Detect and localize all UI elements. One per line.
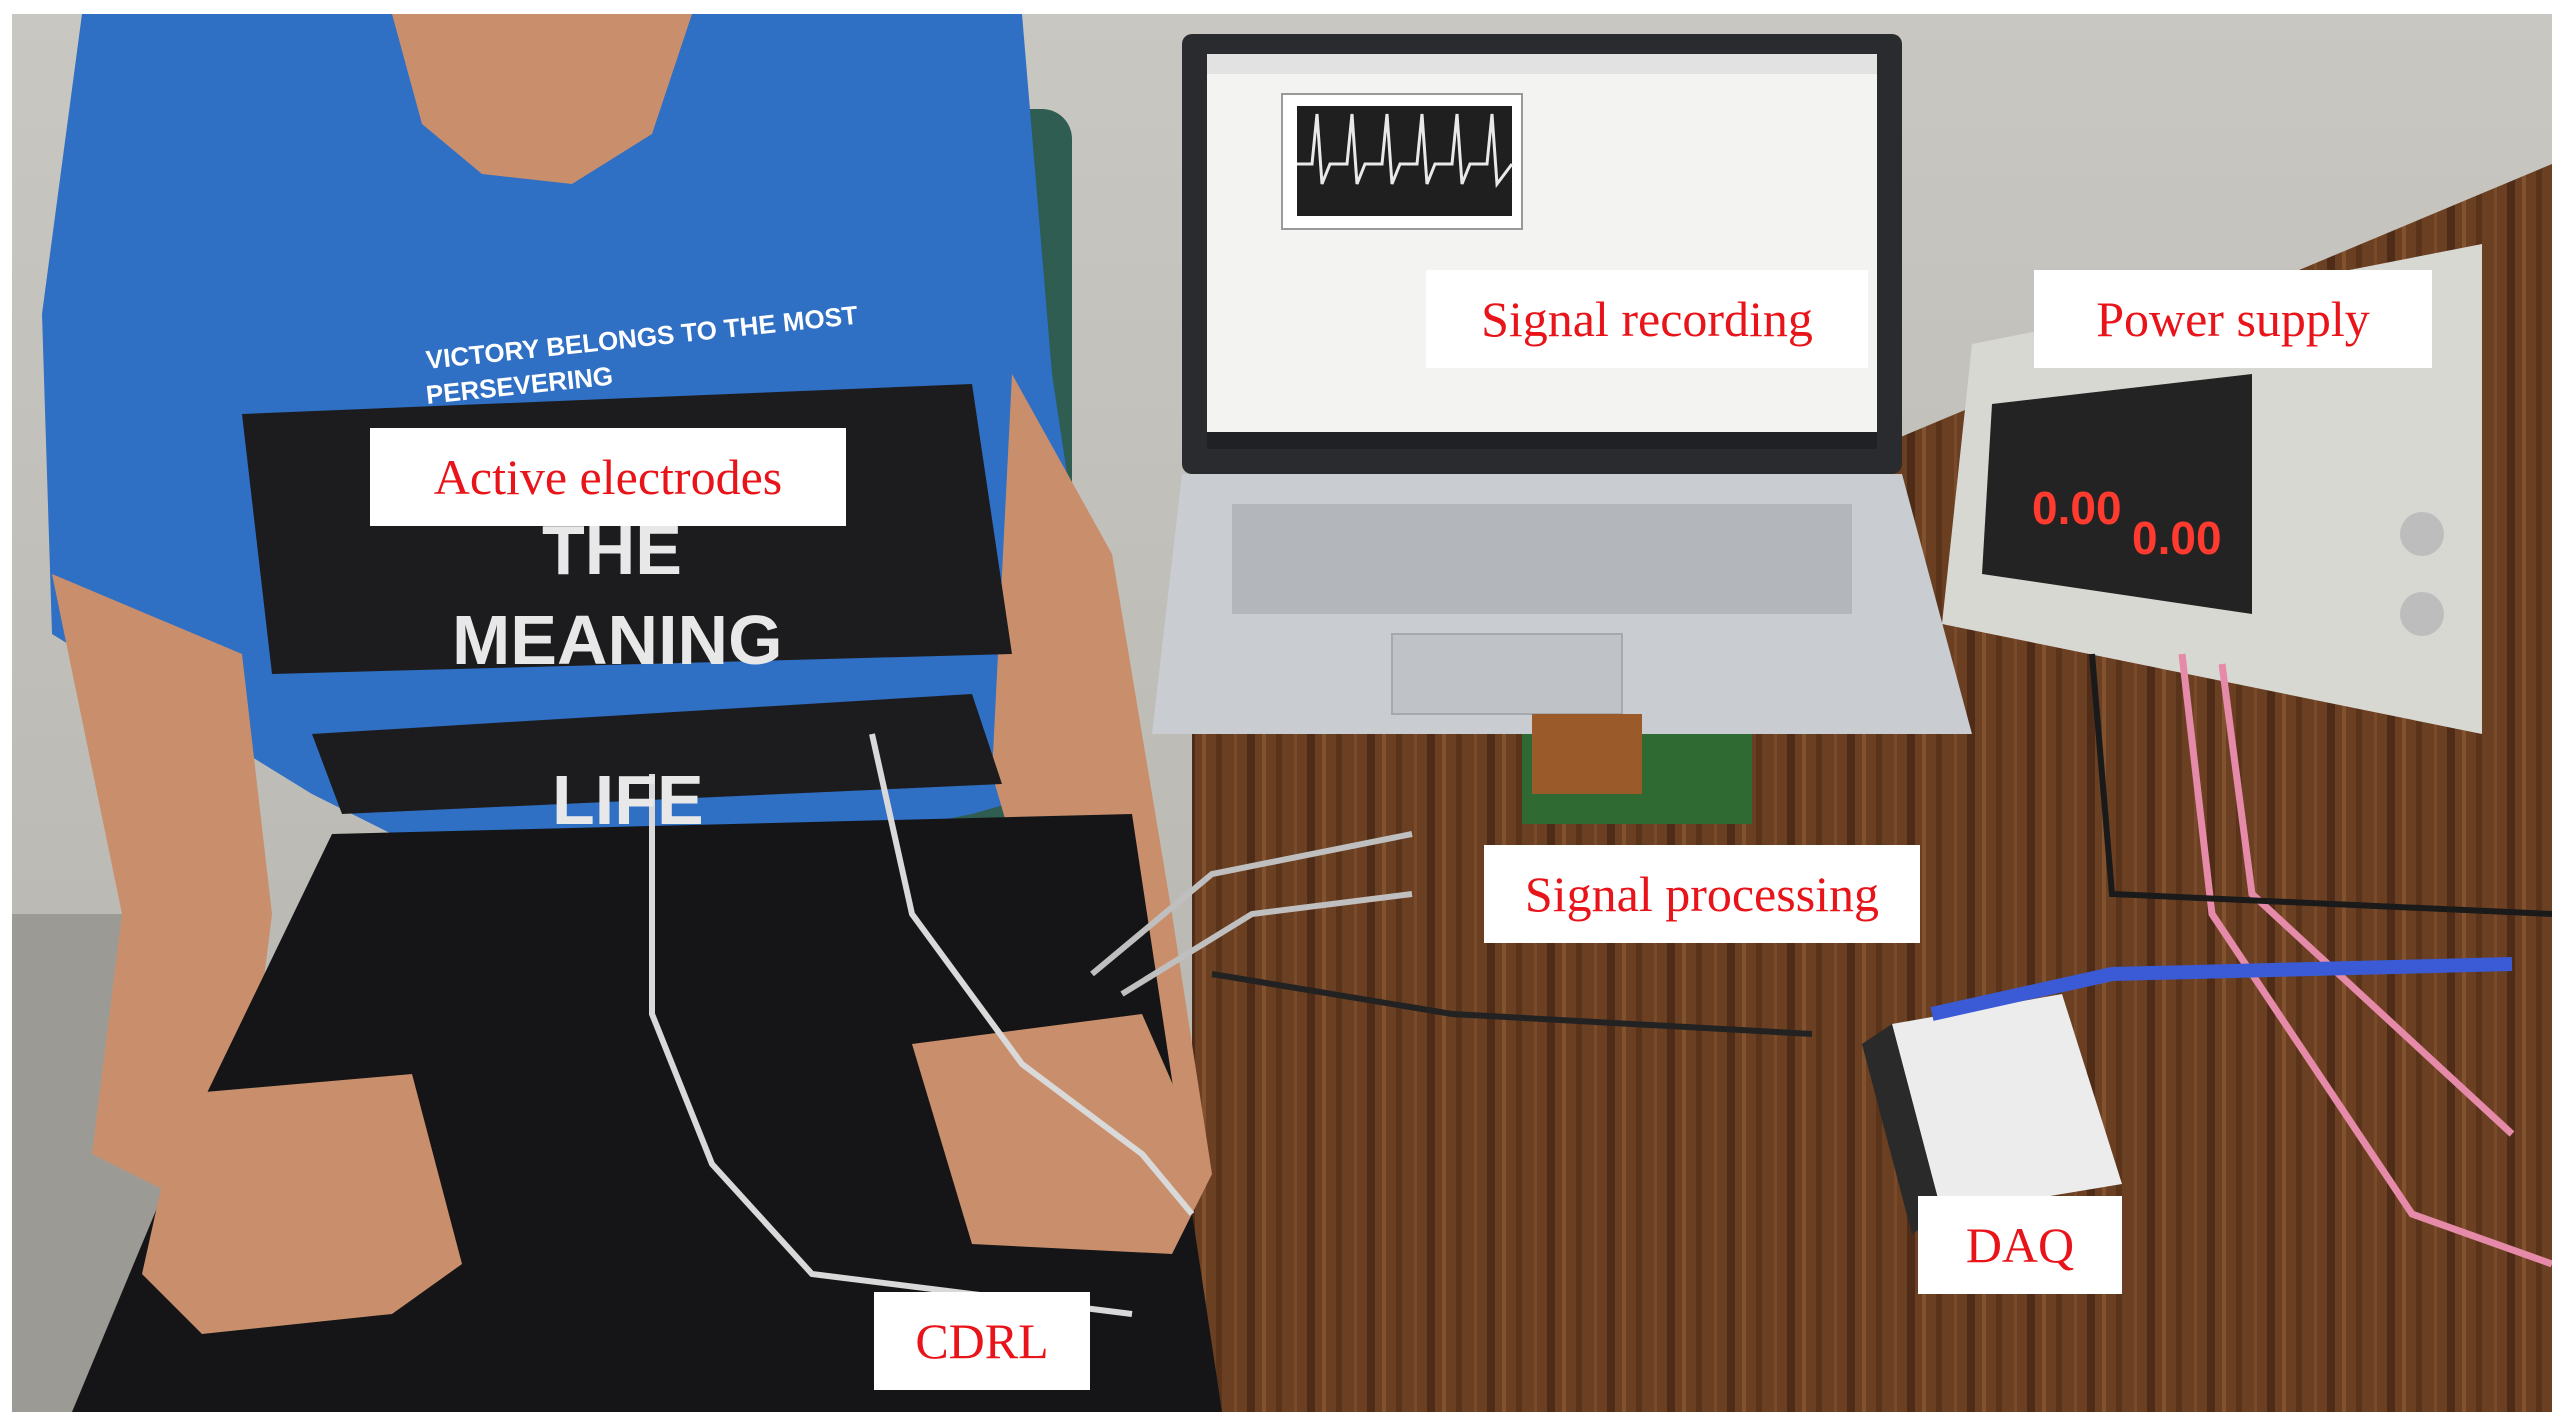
hand-left <box>142 1074 462 1334</box>
waist-band <box>312 694 1002 814</box>
daq-terminals <box>1862 1024 1942 1234</box>
ps-cable-pink-2 <box>2218 663 2515 1137</box>
taskbar <box>1207 432 1877 449</box>
shirt-print-3: LIFE <box>552 761 704 839</box>
ps-knob-2 <box>2400 592 2444 636</box>
label-cdrl: CDRL <box>874 1292 1090 1390</box>
screen-plot <box>1297 106 1512 216</box>
label-signal-processing: Signal processing <box>1484 845 1920 943</box>
cdrl-cable <box>649 774 1133 1317</box>
touchpad <box>1391 633 1623 715</box>
hand-right <box>912 1014 1212 1254</box>
power-supply-display <box>1982 374 2252 614</box>
electrode-cable <box>869 733 1195 1216</box>
ground-cable <box>1211 971 1813 1037</box>
shirt-print-2: MEANING <box>452 601 783 679</box>
ps-cable-black <box>2089 653 2552 917</box>
ps-readout-2: 0.00 <box>2132 512 2222 564</box>
ps-knob-1 <box>2400 512 2444 556</box>
label-signal-recording: Signal recording <box>1426 270 1868 368</box>
label-power-supply: Power supply <box>2034 270 2432 368</box>
ps-readout-1: 0.00 <box>2032 482 2122 534</box>
signal-cable-b <box>1120 891 1413 997</box>
arm-left <box>52 574 272 1194</box>
label-active-electrodes: Active electrodes <box>370 428 846 526</box>
photo-scene: 0.00 0.00 VICTORY BELONGS TO THE MOST PE… <box>12 14 2552 1412</box>
neck <box>392 14 692 184</box>
ecg-trace <box>1297 113 1514 189</box>
keyboard <box>1232 504 1852 614</box>
usb-cable <box>1930 957 2513 1021</box>
daq-body <box>1892 994 2122 1214</box>
label-daq: DAQ <box>1918 1196 2122 1294</box>
experiment-photo: 0.00 0.00 VICTORY BELONGS TO THE MOST PE… <box>12 14 2552 1412</box>
ps-cable-pink-1 <box>2178 653 2552 1268</box>
protoboard <box>1532 714 1642 794</box>
signal-cable-a <box>1090 831 1413 977</box>
